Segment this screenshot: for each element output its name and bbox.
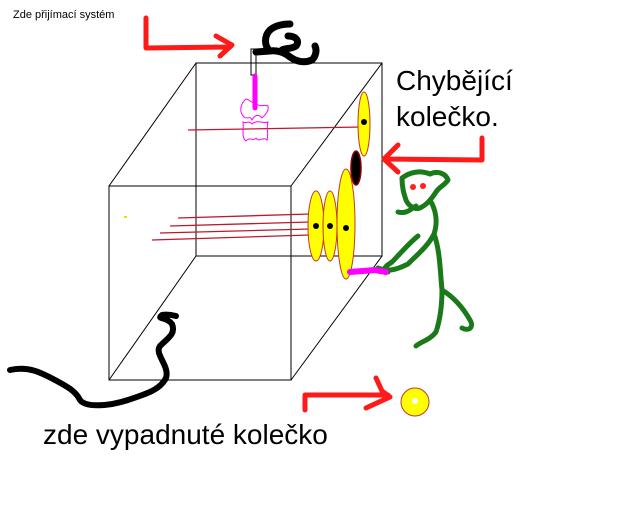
receiving-system [240, 20, 320, 142]
label-missing-wheel-line1: Chybějící [396, 65, 513, 96]
arrows [143, 15, 485, 413]
yellow-speck [124, 216, 127, 218]
wheel-missing-slot [350, 150, 362, 186]
probe-squiggle [240, 98, 269, 142]
green-figure [375, 169, 475, 349]
cable-hook [252, 20, 320, 66]
wheel-2 [322, 190, 338, 262]
wheel-top [357, 91, 371, 157]
wheel-3 [336, 168, 356, 280]
wheel-1 [307, 190, 325, 262]
laser-lines [151, 126, 363, 241]
figure-eyes [410, 183, 426, 190]
figure-body [375, 197, 475, 349]
figure-head [399, 169, 451, 211]
arrow-missing [381, 135, 485, 175]
fallen-wheel [400, 387, 430, 417]
wheels [307, 91, 371, 280]
arrow-fallen [302, 375, 393, 413]
label-receiving-system: Zde přijímací systém [13, 9, 115, 21]
arrow-receiving [143, 15, 235, 59]
figure-neck [395, 203, 419, 215]
cable-bottom [7, 311, 179, 409]
label-missing-wheel-line2: kolečko. [396, 101, 499, 132]
probe-bottom [347, 266, 389, 275]
label-fallen-wheel: zde vypadnuté kolečko [43, 419, 328, 450]
cube-wireframe [108, 62, 383, 381]
